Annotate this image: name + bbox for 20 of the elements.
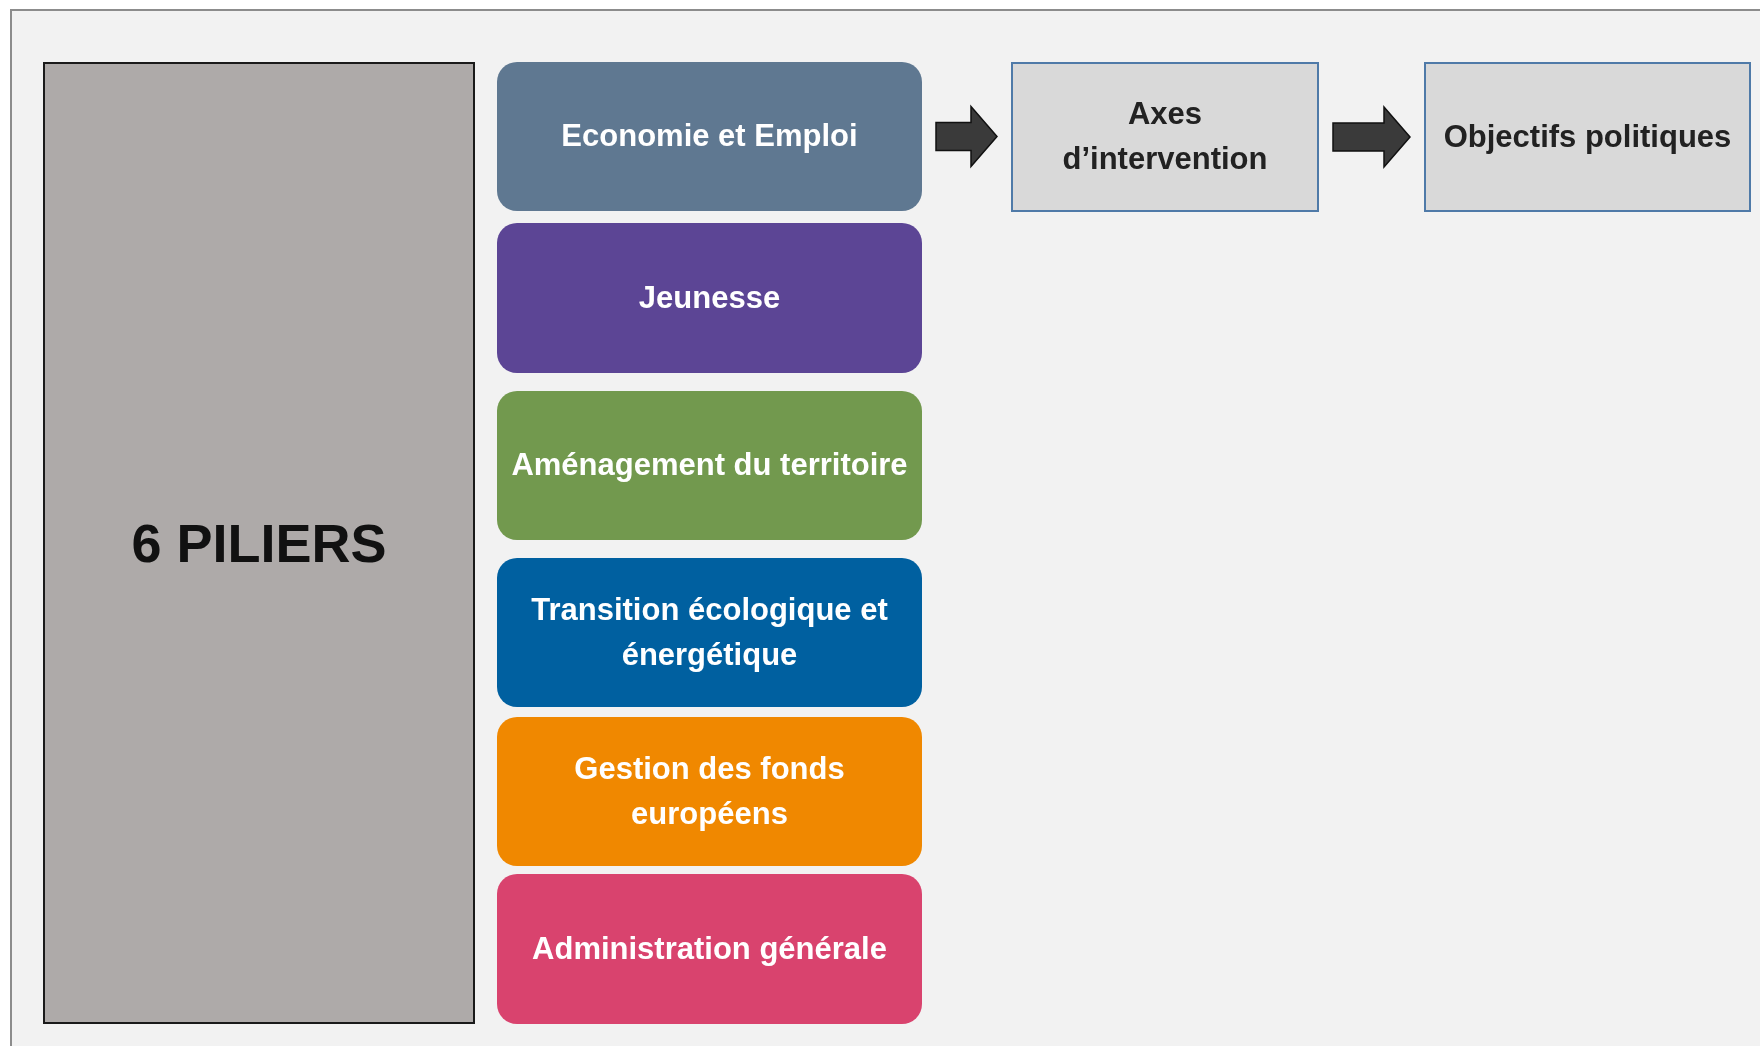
node-label: Jeunesse xyxy=(638,278,781,317)
node-label: 6 PILIERS xyxy=(131,511,387,575)
pillar-box xyxy=(497,62,922,211)
pillar-heading-box xyxy=(43,62,475,1024)
node-label: Transition écologique et énergétique xyxy=(530,590,889,674)
node-label: Aménagement du territoire xyxy=(511,446,908,485)
pillar-box xyxy=(497,391,922,540)
node-label: Administration générale xyxy=(532,929,887,968)
block-arrow xyxy=(1332,105,1411,169)
process-box xyxy=(1424,62,1751,212)
node-label: Axes d’intervention xyxy=(1061,95,1269,178)
node-label: Gestion des fonds européens xyxy=(573,749,846,833)
node-label: Economie et Emploi xyxy=(561,117,858,156)
process-box xyxy=(1011,62,1319,212)
pillar-box xyxy=(497,223,922,373)
pillar-box xyxy=(497,874,922,1024)
pillar-box xyxy=(497,717,922,866)
pillar-box xyxy=(497,558,922,707)
block-arrow xyxy=(935,104,998,169)
node-label: Objectifs politiques xyxy=(1443,117,1732,156)
